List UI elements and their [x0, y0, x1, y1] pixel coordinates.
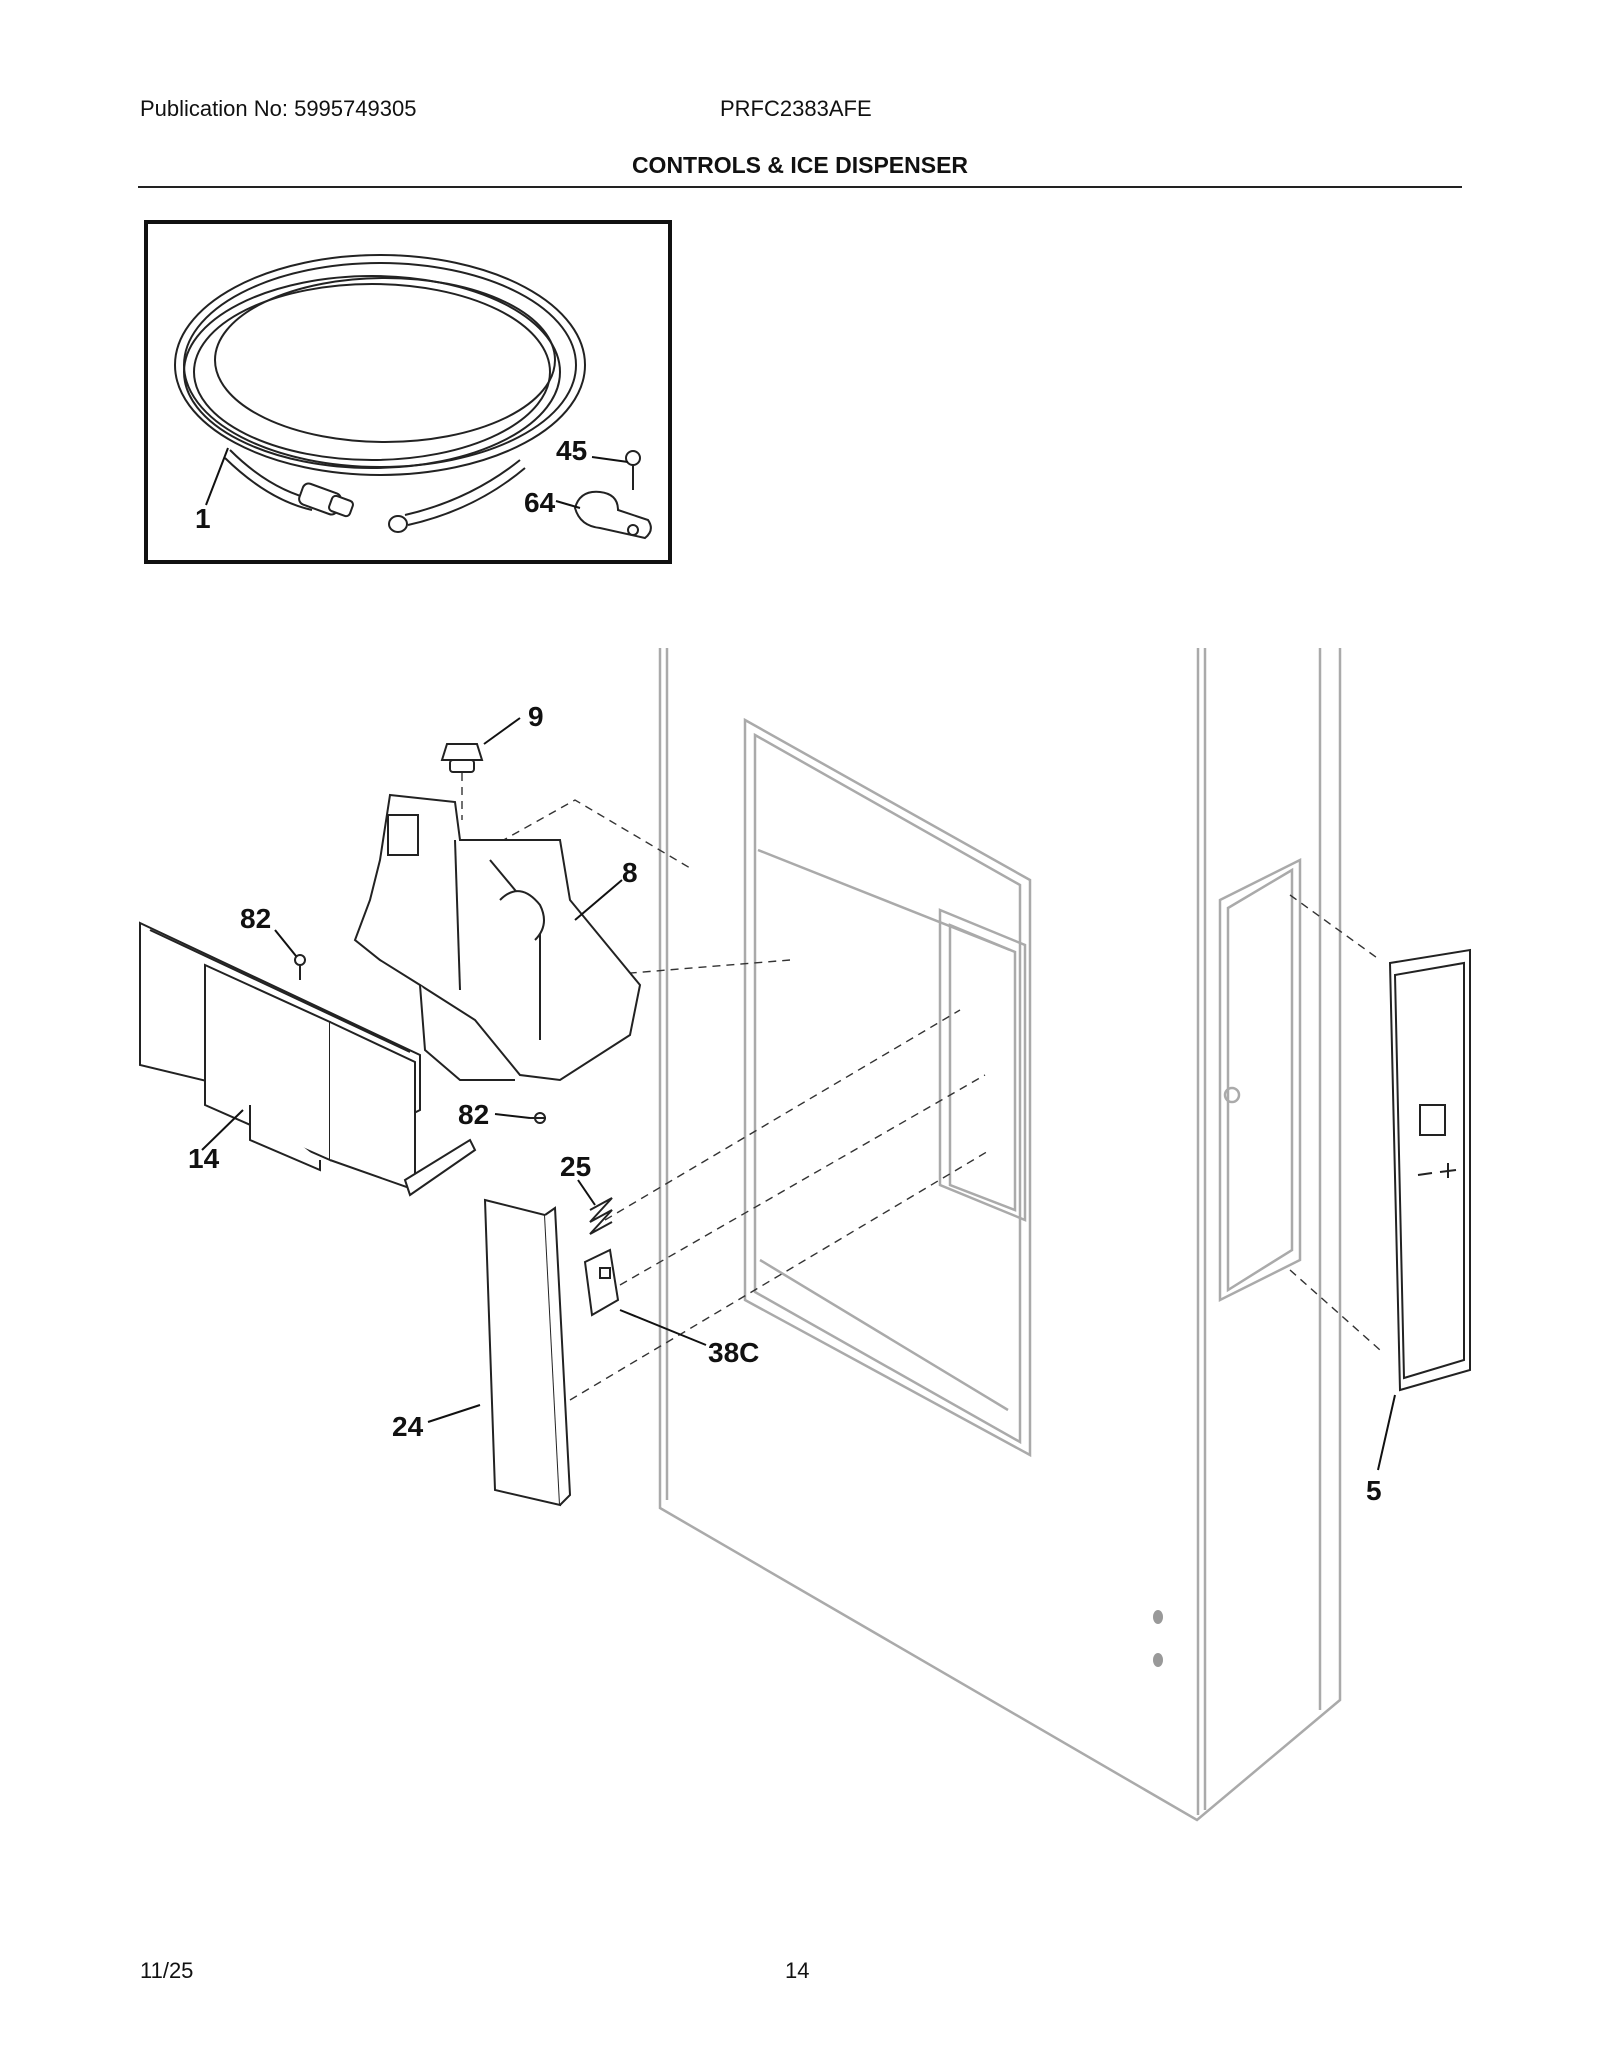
switch-part: [583, 1248, 620, 1317]
screw-part: [625, 450, 641, 490]
tube-fitting-part: [298, 482, 408, 533]
callout-82-lower: 82: [458, 1099, 489, 1130]
callout-9: 9: [528, 701, 544, 732]
dispenser-cover-part: [139, 921, 477, 1197]
spring-part: [589, 1197, 613, 1235]
water-tube-part: [174, 254, 586, 526]
callout-1: 1: [195, 503, 211, 534]
callout-5: 5: [1366, 1475, 1382, 1506]
header-rule: [138, 186, 1462, 188]
callout-82-upper: 82: [240, 903, 271, 934]
footer-date: 11/25: [140, 1958, 194, 1983]
control-panel-part: [1388, 948, 1471, 1392]
dispenser-housing-part: [353, 793, 642, 1082]
door-holes: [1153, 1610, 1163, 1667]
publication-number: Publication No: 5995749305: [140, 96, 417, 121]
callout-14: 14: [188, 1143, 220, 1174]
screw-part: [294, 954, 546, 1124]
page-title: CONTROLS & ICE DISPENSER: [631, 152, 969, 178]
knob-part: [440, 743, 484, 773]
assembly-lines: [461, 759, 1381, 1401]
callout-38c: 38C: [708, 1337, 759, 1368]
clamp-part: [573, 490, 652, 540]
callout-24: 24: [392, 1411, 424, 1442]
page-number: 14: [785, 1958, 810, 1983]
model-number: PRFC2383AFE: [720, 96, 872, 121]
leader-lines: [201, 717, 1396, 1471]
refrigerator-door: [658, 648, 1342, 1822]
paddle-part: [483, 1198, 572, 1507]
callout-8: 8: [622, 857, 638, 888]
callout-45: 45: [556, 435, 587, 466]
inset-box: [144, 220, 672, 564]
callout-25: 25: [560, 1151, 591, 1182]
callout-64: 64: [524, 487, 556, 518]
